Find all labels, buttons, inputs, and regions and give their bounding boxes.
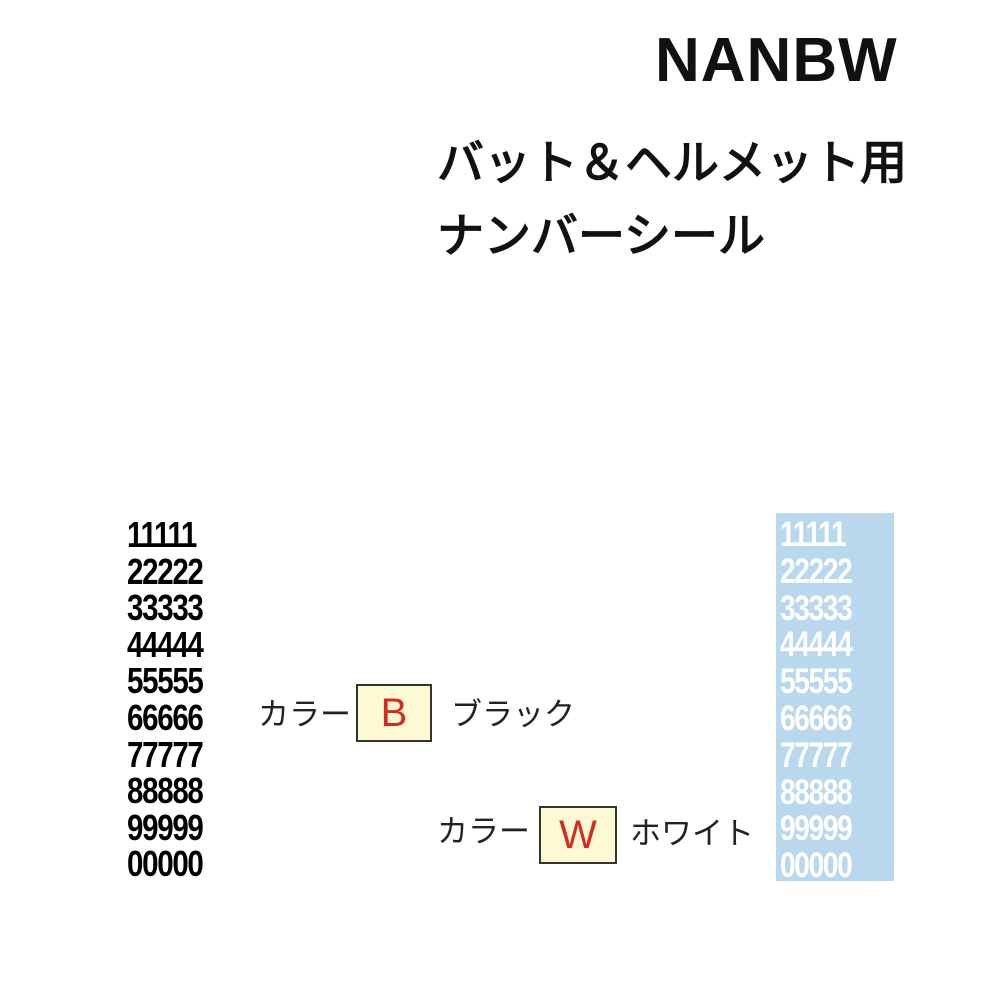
color-label-white: カラー bbox=[437, 814, 530, 850]
color-code-letter: W bbox=[559, 812, 597, 857]
sticker-row: 44444 bbox=[127, 623, 204, 665]
color-code-letter: B bbox=[380, 690, 408, 735]
color-name-black: ブラック bbox=[451, 697, 575, 733]
sticker-row: 88888 bbox=[127, 770, 204, 812]
sticker-row: 66666 bbox=[780, 698, 853, 738]
white-number-sticker-sheet: 11111 22222 33333 44444 55555 66666 7777… bbox=[776, 513, 894, 884]
sticker-row: 77777 bbox=[780, 735, 853, 775]
sticker-row: 22222 bbox=[780, 551, 853, 591]
sticker-row: 00000 bbox=[127, 843, 204, 885]
color-code-box-black: B bbox=[356, 684, 432, 742]
sticker-row: 33333 bbox=[127, 587, 204, 629]
sticker-row: 22222 bbox=[127, 550, 204, 592]
product-title-line-1: バット＆ヘルメット用 bbox=[437, 136, 907, 191]
sticker-row: 88888 bbox=[780, 772, 853, 812]
product-title-line-2: ナンバーシール bbox=[437, 209, 766, 264]
sticker-row: 33333 bbox=[780, 588, 853, 628]
black-number-sticker-sheet: 11111 22222 33333 44444 55555 66666 7777… bbox=[122, 513, 247, 882]
sticker-row: 66666 bbox=[127, 696, 204, 738]
product-code: NANBW bbox=[655, 26, 898, 95]
sticker-row: 99999 bbox=[780, 809, 853, 849]
sticker-row: 44444 bbox=[780, 625, 853, 665]
color-code-box-white: W bbox=[539, 806, 617, 864]
sticker-row: 77777 bbox=[127, 733, 204, 775]
sticker-row: 11111 bbox=[127, 514, 197, 555]
sticker-row: 99999 bbox=[127, 806, 204, 848]
color-name-white: ホワイト bbox=[630, 816, 754, 852]
sticker-row: 00000 bbox=[780, 846, 853, 886]
sticker-row: 55555 bbox=[127, 660, 204, 702]
sticker-row: 55555 bbox=[780, 662, 853, 702]
sticker-row: 11111 bbox=[780, 515, 847, 554]
color-label-black: カラー bbox=[258, 697, 351, 733]
